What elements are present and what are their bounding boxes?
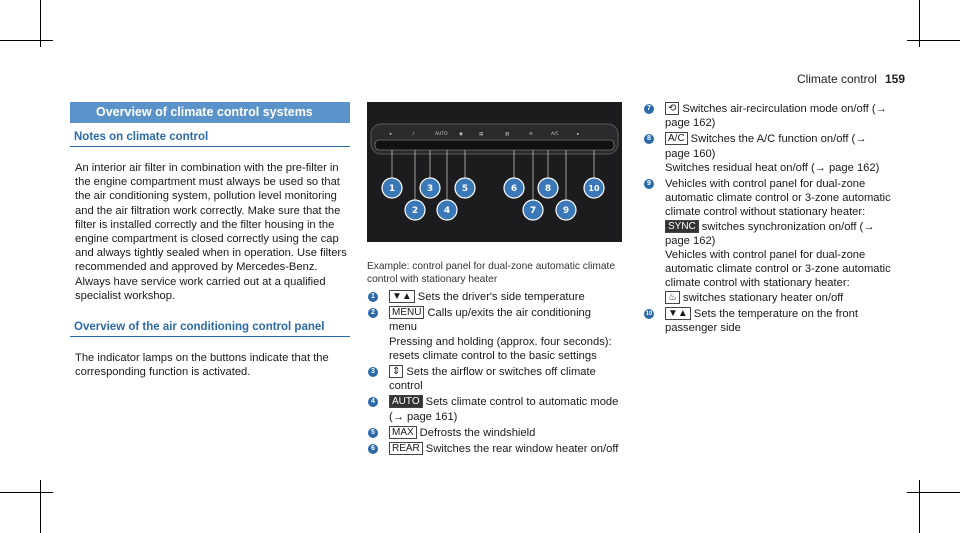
notes-heading: Notes on climate control [70,131,350,147]
auto-icon: AUTO [389,395,423,409]
crop-mark [0,492,53,493]
svg-text:◂: ◂ [389,132,392,137]
stationary-heater-icon: ♨ [665,290,680,304]
crop-mark [40,0,41,47]
overview-text: The indicator lamps on the buttons indic… [75,352,329,379]
item-text: Defrosts the windshield [419,426,536,439]
list-item: 3 ⇕Sets the airflow or switches off clima… [367,365,622,393]
item-text: Sets the temperature on the front passen… [665,307,858,335]
menu-icon: MENU [389,306,425,320]
middle-column: ◂ ♪ AUTO ◉ ▤ ▥ ⟲ A/C ▸ 1 2 3 [367,102,622,458]
svg-text:AUTO: AUTO [435,131,448,137]
crop-mark [919,480,920,533]
item-text: Switches the rear window heater on/off [425,443,619,456]
svg-text:▸: ▸ [577,132,580,137]
page-number: 159 [884,72,905,86]
callout-5: 5 [462,184,468,194]
item-extra: Vehicles with control panel for dual-zon… [665,249,891,290]
left-column: Overview of climate control systems Note… [70,102,350,379]
figure-caption: Example: control panel for dual-zone aut… [367,261,616,285]
crop-mark [919,0,920,47]
section-title: Overview of climate control systems [70,102,350,123]
svg-text:▤: ▤ [479,132,483,137]
item-extra: Pressing and holding (approx. four secon… [389,335,612,362]
svg-text:♪: ♪ [412,131,415,137]
item-number: 9 [644,179,654,190]
item-number: 7 [644,104,654,114]
rear-window-heater-icon: REAR [389,442,423,456]
list-item: 7 ⟲Switches air-recirculation mode on/off… [643,102,893,130]
page-header: Climate control 159 [797,72,905,86]
item-text: Calls up/exits the air conditioning menu [389,307,592,334]
header-title: Climate control [796,72,877,86]
crop-mark [0,40,53,41]
callout-10: 10 [588,184,600,193]
item-text: switches stationary heater on/off [682,291,844,304]
temp-arrows-icon: ▼▲ [665,306,691,320]
svg-text:◉: ◉ [459,132,463,137]
crop-mark [40,480,41,533]
list-item: 10 ▼▲Sets the temperature on the front pa… [643,306,893,335]
item-number: 6 [368,444,378,455]
item-text: switches synchronization on/off (→ page … [665,220,875,247]
temp-arrows-icon: ▼▲ [389,290,415,303]
control-panel-drawing: ◂ ♪ AUTO ◉ ▤ ▥ ⟲ A/C ▸ 1 2 3 [370,123,619,221]
defrost-max-icon: MAX [389,425,417,439]
control-panel-image: ◂ ♪ AUTO ◉ ▤ ▥ ⟲ A/C ▸ 1 2 3 [367,102,622,242]
callout-6: 6 [511,184,517,194]
item-text: Vehicles with control panel for dual-zon… [665,178,891,219]
item-extra: Switches residual heat on/off (→ page 16… [665,161,880,174]
callout-2: 2 [412,206,418,216]
right-column: 7 ⟲Switches air-recirculation mode on/off… [643,102,893,337]
item-number: 4 [368,397,378,408]
sync-icon: SYNC [665,219,699,233]
svg-text:⟲: ⟲ [529,132,533,137]
item-number: 10 [644,308,654,319]
item-number: 1 [368,292,378,302]
item-text: Sets the driver's side temperature [417,291,585,303]
ac-icon: A/C [665,132,688,146]
list-item: 1 ▼▲Sets the driver's side temperature [367,290,622,304]
callout-7: 7 [530,206,536,216]
crop-mark [907,492,960,493]
svg-text:A/C: A/C [551,131,559,137]
callout-3: 3 [427,184,433,194]
recirculation-icon: ⟲ [665,102,680,115]
crop-mark [907,40,960,41]
item-number: 5 [368,427,378,438]
airflow-icon: ⇕ [389,365,404,379]
notes-text: An interior air filter in combination wi… [75,162,347,302]
callout-9: 9 [563,206,569,216]
item-text: Switches air-recirculation mode on/off (… [665,103,887,130]
item-text: Sets the airflow or switches off climate… [389,366,596,393]
item-number: 2 [368,308,378,319]
overview-heading: Overview of the air conditioning control… [70,321,350,338]
item-number: 3 [368,367,378,378]
svg-text:▥: ▥ [505,132,509,137]
item-text: Switches the A/C function on/off (→ page… [665,133,867,160]
callout-8: 8 [545,184,551,194]
item-number: 8 [644,134,654,145]
callout-1: 1 [389,184,395,194]
item-text: Sets climate control to automatic mode (… [389,396,619,423]
callout-4: 4 [444,206,450,216]
